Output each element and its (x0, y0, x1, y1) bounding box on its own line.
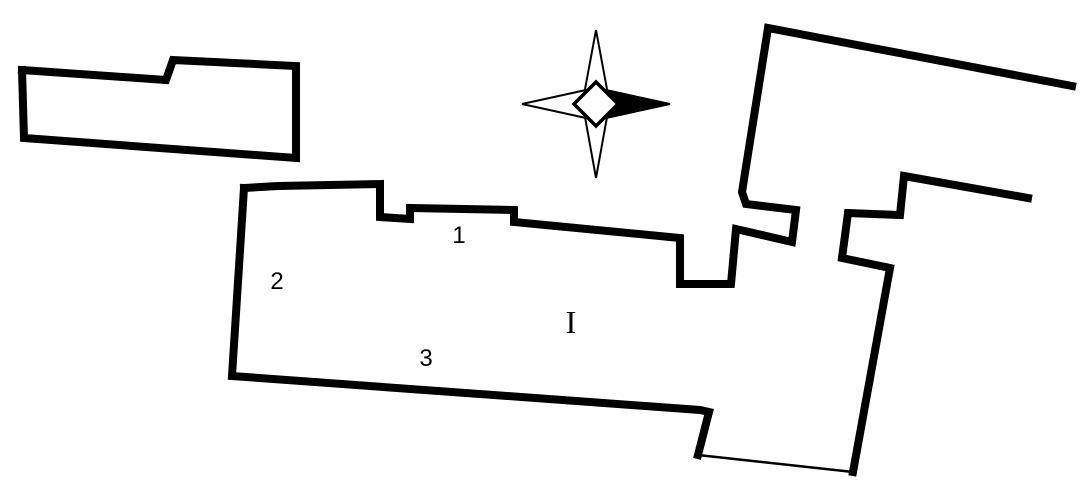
compass-rose-icon (521, 29, 671, 179)
label-side-2: 2 (270, 268, 283, 295)
label-room-numeral: I (566, 304, 577, 340)
outbuilding-outline (17, 55, 300, 163)
label-side-3: 3 (419, 345, 432, 372)
main-building-outline (227, 23, 1077, 477)
label-side-1: 1 (452, 222, 465, 249)
